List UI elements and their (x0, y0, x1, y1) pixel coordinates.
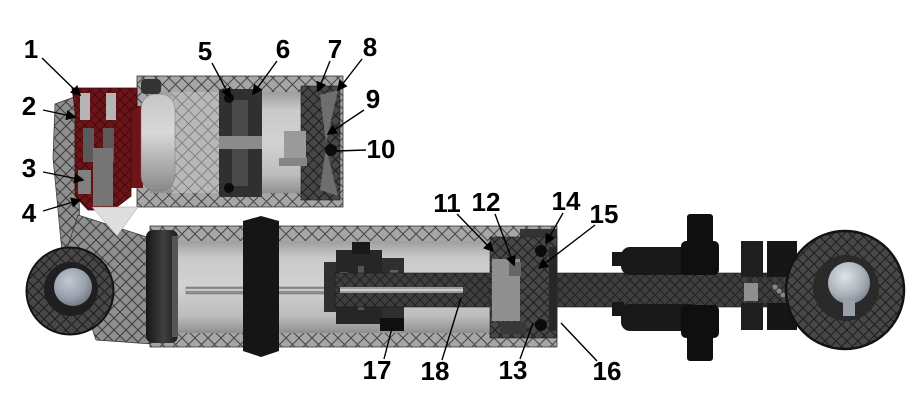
callout-18: 18 (421, 356, 450, 386)
reservoir-assembly (131, 75, 344, 208)
body-end-cap (146, 230, 178, 343)
bump-stop-flange (681, 214, 719, 361)
callout-12: 12 (472, 187, 501, 217)
body-eyelet (25, 246, 115, 336)
piston-nut (380, 318, 404, 331)
callout-17: 17 (363, 355, 392, 385)
callout-13: 13 (499, 355, 528, 385)
callout-1: 1 (24, 34, 38, 64)
callout-10: 10 (367, 134, 396, 164)
callout-6: 6 (276, 34, 290, 64)
adjuster-stem (131, 106, 143, 188)
adjuster-screw (93, 148, 113, 206)
callout-7: 7 (328, 34, 342, 64)
callout-11: 11 (433, 188, 461, 218)
callout-labels: 1 2 3 4 5 6 7 8 9 10 11 12 13 14 15 16 1… (22, 32, 622, 386)
seal-oring-top (535, 245, 547, 257)
callout-4: 4 (22, 198, 37, 228)
ifp-oring-bottom (224, 183, 234, 193)
gas-chamber-section (172, 92, 219, 193)
callout-2: 2 (22, 91, 36, 121)
callout-9: 9 (366, 84, 380, 114)
compression-adjuster (71, 87, 139, 237)
eyelet-bushing (54, 268, 92, 306)
detent-spring (772, 284, 778, 290)
spring-preload-collar (243, 216, 279, 357)
reservoir-end-cap (279, 85, 341, 201)
callout-16: 16 (593, 356, 622, 386)
shaft-eyelet (784, 229, 906, 351)
callout-5: 5 (198, 36, 212, 66)
adjuster-cone (91, 206, 139, 237)
callout-14: 14 (552, 186, 581, 216)
cap-oring (325, 144, 337, 156)
seal-head (489, 229, 558, 339)
seal-oring-bottom (535, 319, 547, 331)
eyelet-bushing-right (828, 262, 870, 304)
callout-3: 3 (22, 153, 36, 183)
callout-15: 15 (590, 199, 619, 229)
reservoir-end-plug (140, 93, 176, 192)
floating-piston (219, 89, 262, 197)
callout-8: 8 (363, 32, 377, 62)
shock-shaft (334, 272, 846, 308)
bump-stop (612, 247, 699, 331)
callout-leader-lines (41, 57, 598, 362)
